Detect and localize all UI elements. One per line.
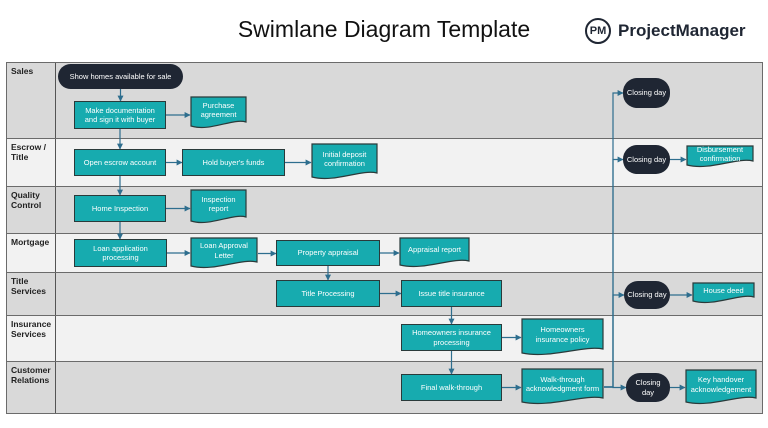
terminator-close2[interactable]: Closing day bbox=[623, 145, 670, 174]
document-disb[interactable]: Disbursement confirmation bbox=[686, 145, 754, 169]
document-shape bbox=[685, 369, 757, 405]
document-purchase[interactable]: Purchase agreement bbox=[190, 96, 247, 130]
document-deed[interactable]: House deed bbox=[692, 282, 755, 305]
logo: PM ProjectManager bbox=[585, 16, 746, 46]
terminator-close4[interactable]: Closing day bbox=[626, 373, 670, 402]
document-shape bbox=[686, 145, 754, 168]
node-label: Loan application processing bbox=[93, 243, 148, 262]
process-hold[interactable]: Hold buyer's funds bbox=[182, 149, 285, 176]
document-shape bbox=[399, 237, 470, 268]
process-hoproc[interactable]: Homeowners insurance processing bbox=[401, 324, 502, 351]
logo-name: ProjectManager bbox=[618, 21, 746, 40]
node-label: Appraisal report bbox=[408, 245, 461, 255]
document-walkform[interactable]: Walk-through acknowledgment form bbox=[521, 368, 604, 406]
node-label: House deed bbox=[703, 285, 744, 295]
document-hopolicy[interactable]: Homeowners insurance policy bbox=[521, 318, 604, 357]
node-label: Key handover acknowledgement bbox=[690, 375, 752, 394]
lane-insurance: Insurance Services bbox=[6, 315, 763, 361]
document-shape bbox=[190, 96, 247, 128]
node-label: Disbursement confirmation bbox=[696, 144, 744, 163]
node-label: Closing day bbox=[627, 290, 667, 300]
page-title: Swimlane Diagram Template bbox=[237, 16, 531, 42]
node-label: Homeowners insurance policy bbox=[535, 325, 590, 344]
node-label: Issue title insurance bbox=[418, 288, 485, 298]
document-shape bbox=[311, 143, 378, 180]
lane-label: Escrow / Title bbox=[7, 139, 56, 186]
document-shape bbox=[521, 318, 604, 356]
document-loanletter[interactable]: Loan Approval Letter bbox=[190, 237, 258, 270]
node-label: Walk-through acknowledgment form bbox=[525, 374, 600, 393]
node-label: Title Processing bbox=[301, 288, 355, 298]
process-issue[interactable]: Issue title insurance bbox=[401, 280, 502, 307]
lane-label: Title Services bbox=[7, 273, 56, 315]
process-loanapp[interactable]: Loan application processing bbox=[74, 239, 167, 267]
node-label: Property appraisal bbox=[297, 248, 359, 258]
lane-label: Customer Relations bbox=[7, 362, 56, 413]
lane-label: Quality Control bbox=[7, 187, 56, 233]
process-inspect[interactable]: Home Inspection bbox=[74, 195, 166, 222]
node-label: Closing day bbox=[626, 154, 667, 164]
node-label: Inspection report bbox=[201, 194, 236, 213]
node-label: Show homes available for sale bbox=[69, 71, 172, 81]
node-label: Homeowners insurance processing bbox=[412, 328, 491, 347]
node-label: Purchase agreement bbox=[200, 100, 237, 119]
lane-label: Sales bbox=[7, 63, 56, 138]
node-label: Closing day bbox=[635, 378, 661, 397]
document-shape bbox=[190, 189, 247, 223]
node-label: Make documentation and sign it with buye… bbox=[84, 105, 156, 124]
lane-label: Insurance Services bbox=[7, 316, 56, 361]
node-label: Initial deposit confirmation bbox=[322, 149, 367, 168]
node-label: Home Inspection bbox=[91, 203, 149, 213]
document-apprep[interactable]: Appraisal report bbox=[399, 237, 470, 269]
document-shape bbox=[521, 368, 604, 405]
terminator-close1[interactable]: Closing day bbox=[623, 78, 670, 108]
terminator-close3[interactable]: Closing day bbox=[624, 281, 670, 309]
document-insprep[interactable]: Inspection report bbox=[190, 189, 247, 225]
document-shape bbox=[692, 282, 755, 304]
process-makedoc[interactable]: Make documentation and sign it with buye… bbox=[74, 101, 166, 129]
lane-label: Mortgage bbox=[7, 234, 56, 272]
node-label: Final walk-through bbox=[420, 382, 483, 392]
document-keys[interactable]: Key handover acknowledgement bbox=[685, 369, 757, 406]
node-label: Open escrow account bbox=[83, 157, 157, 167]
document-shape bbox=[190, 237, 258, 269]
node-label: Hold buyer's funds bbox=[202, 157, 265, 167]
document-deposit[interactable]: Initial deposit confirmation bbox=[311, 143, 378, 181]
process-appraisal[interactable]: Property appraisal bbox=[276, 240, 380, 266]
node-label: Closing day bbox=[626, 88, 667, 98]
process-titleproc[interactable]: Title Processing bbox=[276, 280, 380, 307]
process-walk[interactable]: Final walk-through bbox=[401, 374, 502, 401]
terminator-show[interactable]: Show homes available for sale bbox=[58, 64, 183, 89]
logo-mark: PM bbox=[585, 18, 611, 44]
node-label: Loan Approval Letter bbox=[200, 241, 248, 260]
process-escrowacct[interactable]: Open escrow account bbox=[74, 149, 166, 176]
